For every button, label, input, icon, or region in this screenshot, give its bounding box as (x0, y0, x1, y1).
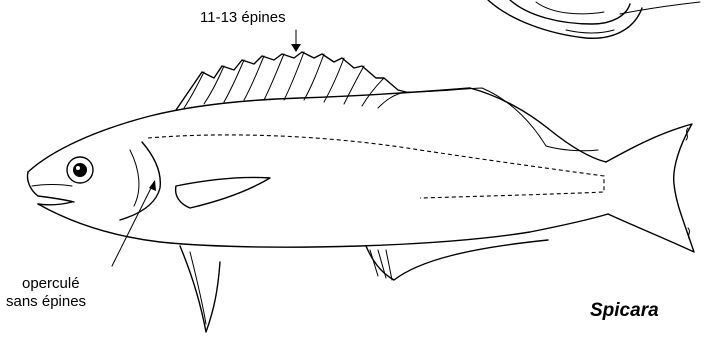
preoperculum (130, 150, 139, 206)
eye (67, 157, 93, 183)
pelvic-fin (180, 246, 220, 332)
dorsal-fin (176, 52, 406, 110)
soft-dorsal-fin (406, 88, 598, 151)
spines-callout-label: 11-13 épines (200, 9, 286, 26)
fish-body (27, 88, 608, 247)
pelvic-fin-rays (190, 252, 206, 324)
operculum-label-line1: operculé (22, 275, 80, 292)
lateral-line (148, 135, 604, 198)
operculum-label-line2: sans épines (6, 293, 86, 310)
caudal-fin (606, 124, 694, 252)
anal-fin (366, 240, 548, 280)
operculum-callout-pointer (112, 182, 154, 266)
spines-callout-arrowhead (291, 44, 301, 52)
caudal-fin-rays (686, 128, 690, 240)
anal-fin-spines (370, 250, 392, 280)
pectoral-fin (176, 177, 270, 208)
adjacent-drawing-fragment (488, 0, 700, 38)
genus-label: Spicara (590, 300, 659, 321)
